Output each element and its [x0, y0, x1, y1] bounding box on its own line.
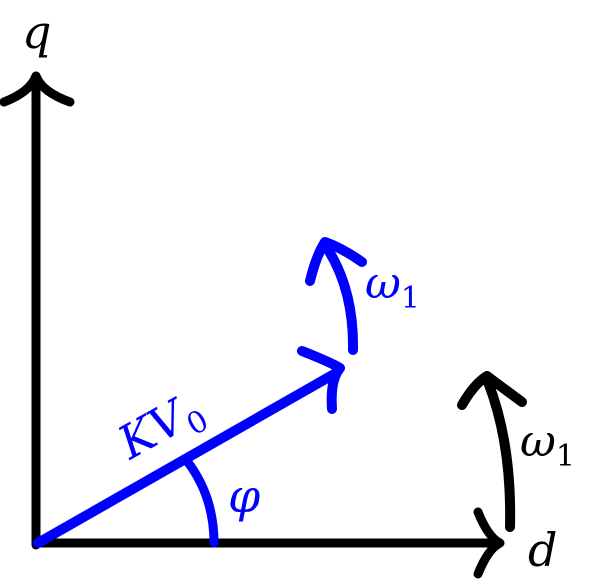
q-axis-arrowhead — [0, 71, 75, 107]
svg-text:KV0: KV0 — [108, 380, 214, 476]
frame-omega-main: ω — [520, 416, 556, 467]
kv0-vector-arrowhead — [297, 346, 345, 414]
q-axis-label: q — [22, 5, 51, 59]
vector-rotation-arrowhead — [305, 237, 367, 286]
kv0-vector — [33, 368, 341, 548]
vector-omega-sub: 1 — [401, 281, 420, 316]
frame-rotation-arrowhead — [457, 371, 527, 410]
d-axis-label: d — [528, 523, 557, 577]
frame-omega-label: ω1 — [520, 416, 575, 474]
d-axis-arrowhead — [473, 507, 505, 579]
kv0-label: KV0 — [108, 380, 214, 476]
vector-omega-label: ω1 — [365, 258, 420, 316]
frame-rotation-arrow — [483, 377, 516, 532]
angle-arc — [182, 456, 219, 548]
vector-rotation-arrow — [322, 243, 359, 355]
frame-omega-sub: 1 — [556, 439, 575, 474]
angle-label: φ — [228, 469, 261, 523]
vector-omega-main: ω — [365, 258, 401, 309]
